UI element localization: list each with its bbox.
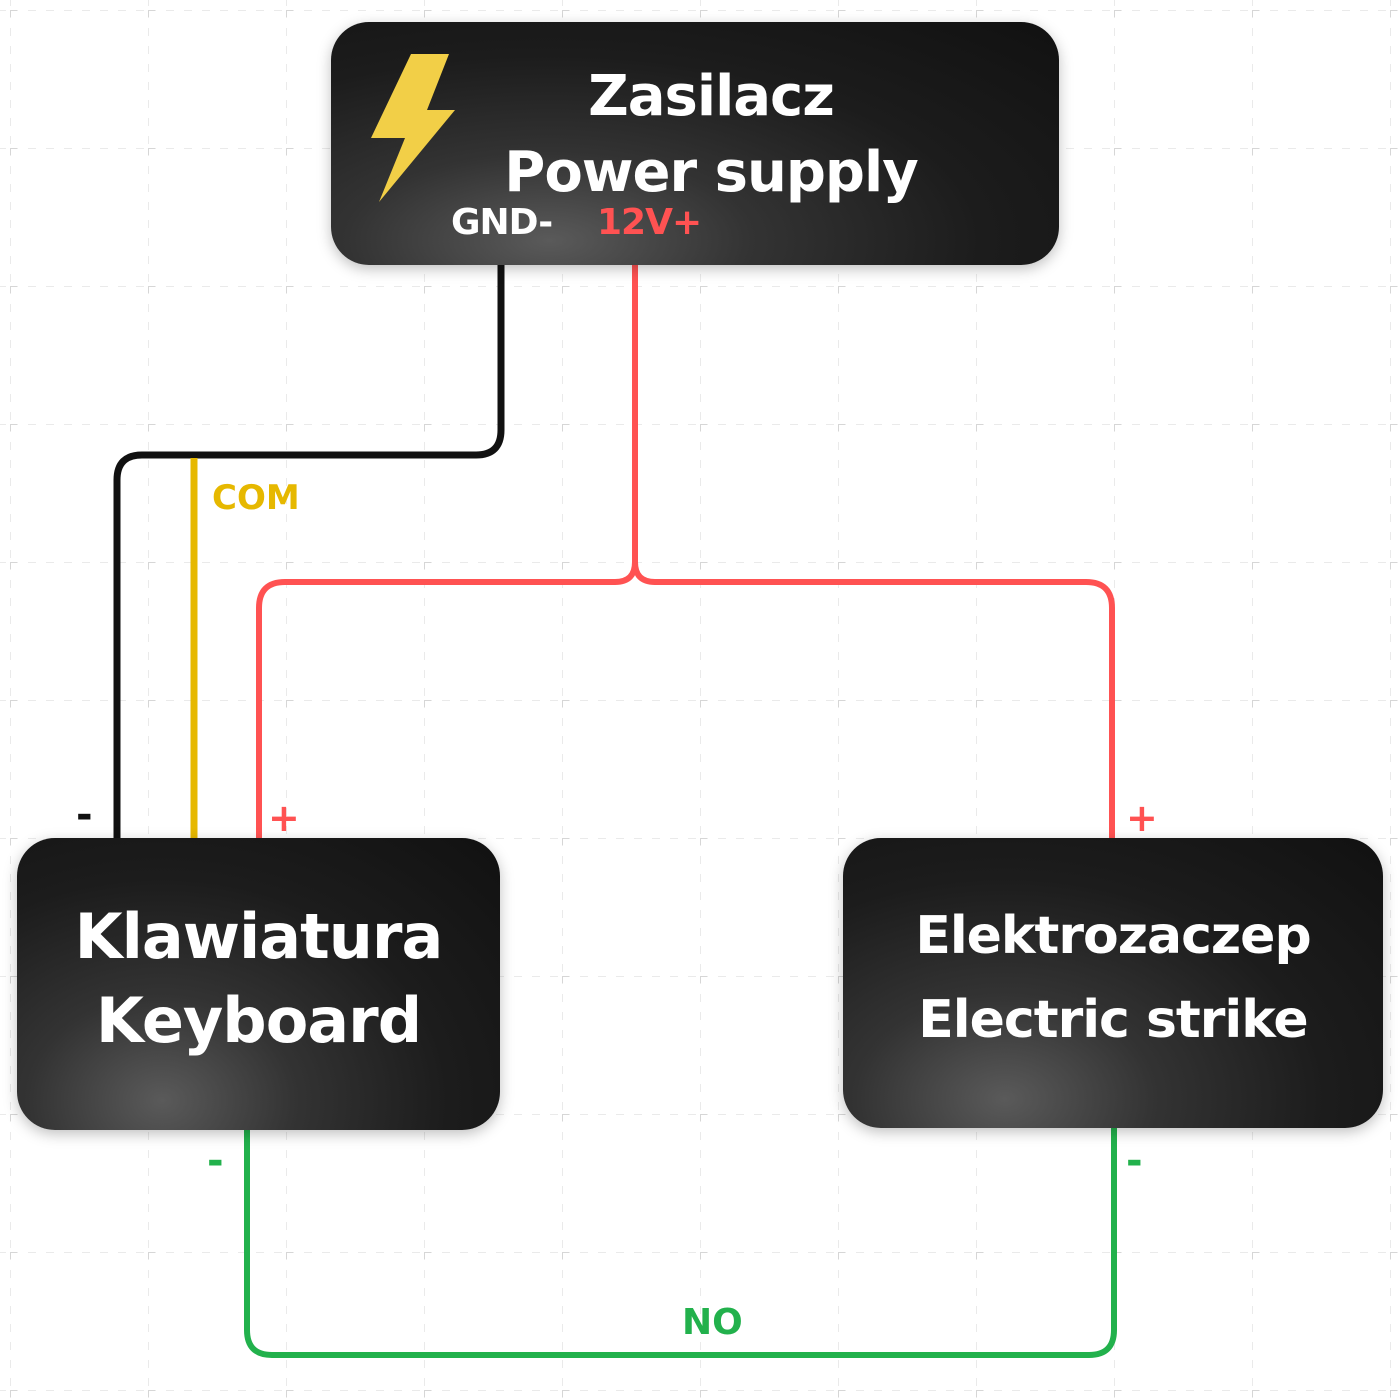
electric-strike-title-en: Electric strike: [918, 990, 1308, 1050]
no-label: NO: [682, 1302, 743, 1343]
electric-strike-box: Elektrozaczep Electric strike: [843, 838, 1383, 1128]
power-supply-title-pl: Zasilacz: [588, 64, 835, 129]
keyboard-plus-label: +: [268, 796, 300, 840]
com-label: COM: [212, 478, 300, 518]
no-wire: [244, 1128, 1117, 1358]
power-supply-box: Zasilacz Power supply GND- 12V+: [331, 22, 1059, 265]
keyboard-title-pl: Klawiatura: [74, 900, 444, 973]
keyboard-minus-bottom-label: -: [207, 1138, 224, 1184]
power-supply-title-en: Power supply: [504, 140, 918, 205]
keyboard-title-en: Keyboard: [95, 984, 422, 1057]
strike-minus-bottom-label: -: [1126, 1138, 1143, 1184]
gnd-terminal-label: GND-: [451, 202, 553, 243]
lightning-bolt-icon: [371, 54, 455, 202]
keyboard-minus-top-label: -: [76, 792, 93, 838]
electric-strike-title-pl: Elektrozaczep: [915, 906, 1311, 966]
v12-terminal-label: 12V+: [597, 202, 702, 243]
keyboard-box: Klawiatura Keyboard: [17, 838, 500, 1130]
positive-wire-strike: [632, 561, 1115, 840]
strike-plus-label: +: [1126, 796, 1158, 840]
ground-wire: [113, 265, 505, 842]
